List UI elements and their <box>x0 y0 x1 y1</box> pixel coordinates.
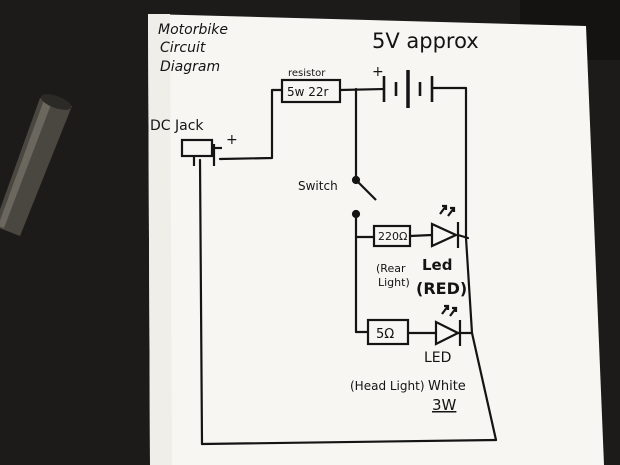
head-light-color: White <box>428 379 466 394</box>
main-resistor-symbol <box>280 78 342 104</box>
rear-led-color: (RED) <box>416 279 467 298</box>
resistor-caption: resistor <box>288 68 326 79</box>
switch-symbol <box>351 175 377 219</box>
dc-jack-label: DC Jack <box>150 118 204 134</box>
paper-sheet <box>148 14 604 465</box>
dc-jack-plus: + <box>226 132 238 148</box>
resistor-value: 5w 22r <box>287 85 329 99</box>
head-resistor-value: 5Ω <box>376 327 394 342</box>
rear-resistor-value: 220Ω <box>378 230 407 243</box>
title-line-3: Diagram <box>160 59 220 75</box>
rear-led-symbol <box>430 204 460 248</box>
voltage-label: 5V approx <box>372 29 479 53</box>
wire-right-rail-lower <box>464 236 498 442</box>
wire-battery-to-right-rail <box>430 86 468 240</box>
dc-jack-symbol <box>180 138 222 166</box>
circuit-wires <box>198 86 498 446</box>
wire-resistor-to-battery <box>338 87 386 92</box>
rear-note-line-1: (Rear <box>376 262 406 275</box>
title-line-2: Circuit <box>160 40 206 56</box>
head-led-label: LED <box>424 350 451 366</box>
switch-label: Switch <box>298 179 338 193</box>
wire-bottom-return <box>200 438 498 446</box>
wire-jack-to-resistor <box>218 88 284 161</box>
battery-plus-sign: + <box>372 64 384 80</box>
rear-note-line-2: Light) <box>378 276 410 289</box>
head-led-symbol <box>434 304 462 346</box>
wire-rear-mid <box>408 233 434 238</box>
head-light-note: (Head Light) <box>350 379 425 393</box>
head-resistor-symbol <box>366 318 410 346</box>
rear-resistor-symbol <box>372 224 412 248</box>
wire-left-return <box>198 158 204 446</box>
title-line-1: Motorbike <box>158 22 228 38</box>
rear-led-label: Led <box>422 256 452 274</box>
paper-fold-shading <box>148 14 172 465</box>
pen-object <box>0 94 72 236</box>
battery-symbol <box>382 70 434 108</box>
head-light-power: 3W <box>432 396 457 414</box>
